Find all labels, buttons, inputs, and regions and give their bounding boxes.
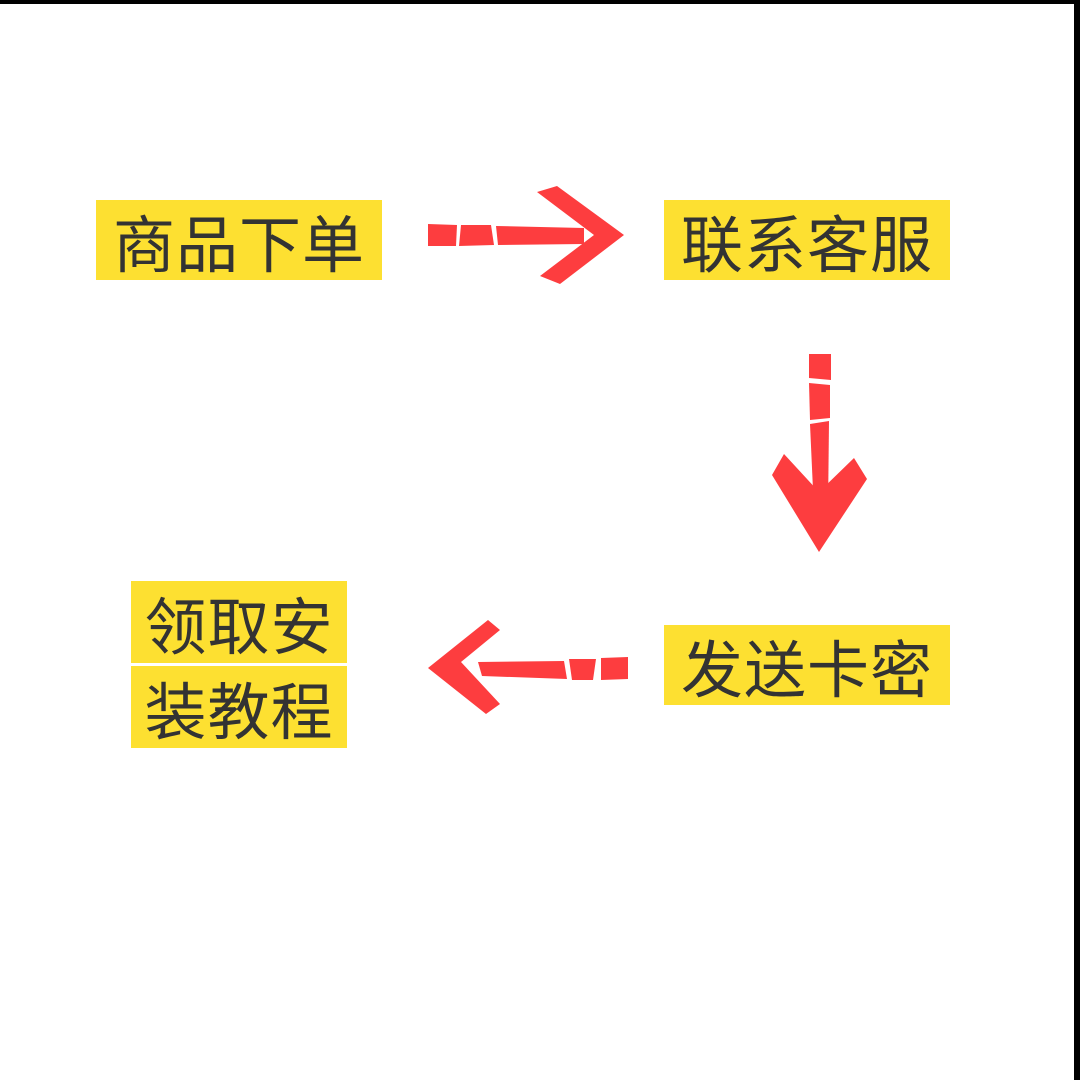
arrow-right-icon	[424, 186, 629, 286]
frame-border-top	[0, 0, 1080, 4]
step-tutorial-label-line1: 领取安	[144, 591, 334, 664]
step-send-label: 发送卡密	[680, 634, 933, 707]
step-order-box: 商品下单	[96, 200, 382, 282]
step-tutorial-box-line2: 装教程	[131, 666, 347, 749]
step-tutorial-label-line2: 装教程	[144, 676, 334, 749]
frame-border-right	[1074, 0, 1080, 1080]
step-tutorial-box-line1: 领取安	[131, 581, 347, 664]
step-send-box: 发送卡密	[664, 625, 950, 707]
step-contact-box: 联系客服	[664, 200, 950, 282]
step-order-label: 商品下单	[112, 209, 365, 282]
arrow-left-icon	[426, 620, 631, 720]
arrow-down-icon	[770, 352, 870, 557]
step-contact-label: 联系客服	[680, 209, 933, 282]
